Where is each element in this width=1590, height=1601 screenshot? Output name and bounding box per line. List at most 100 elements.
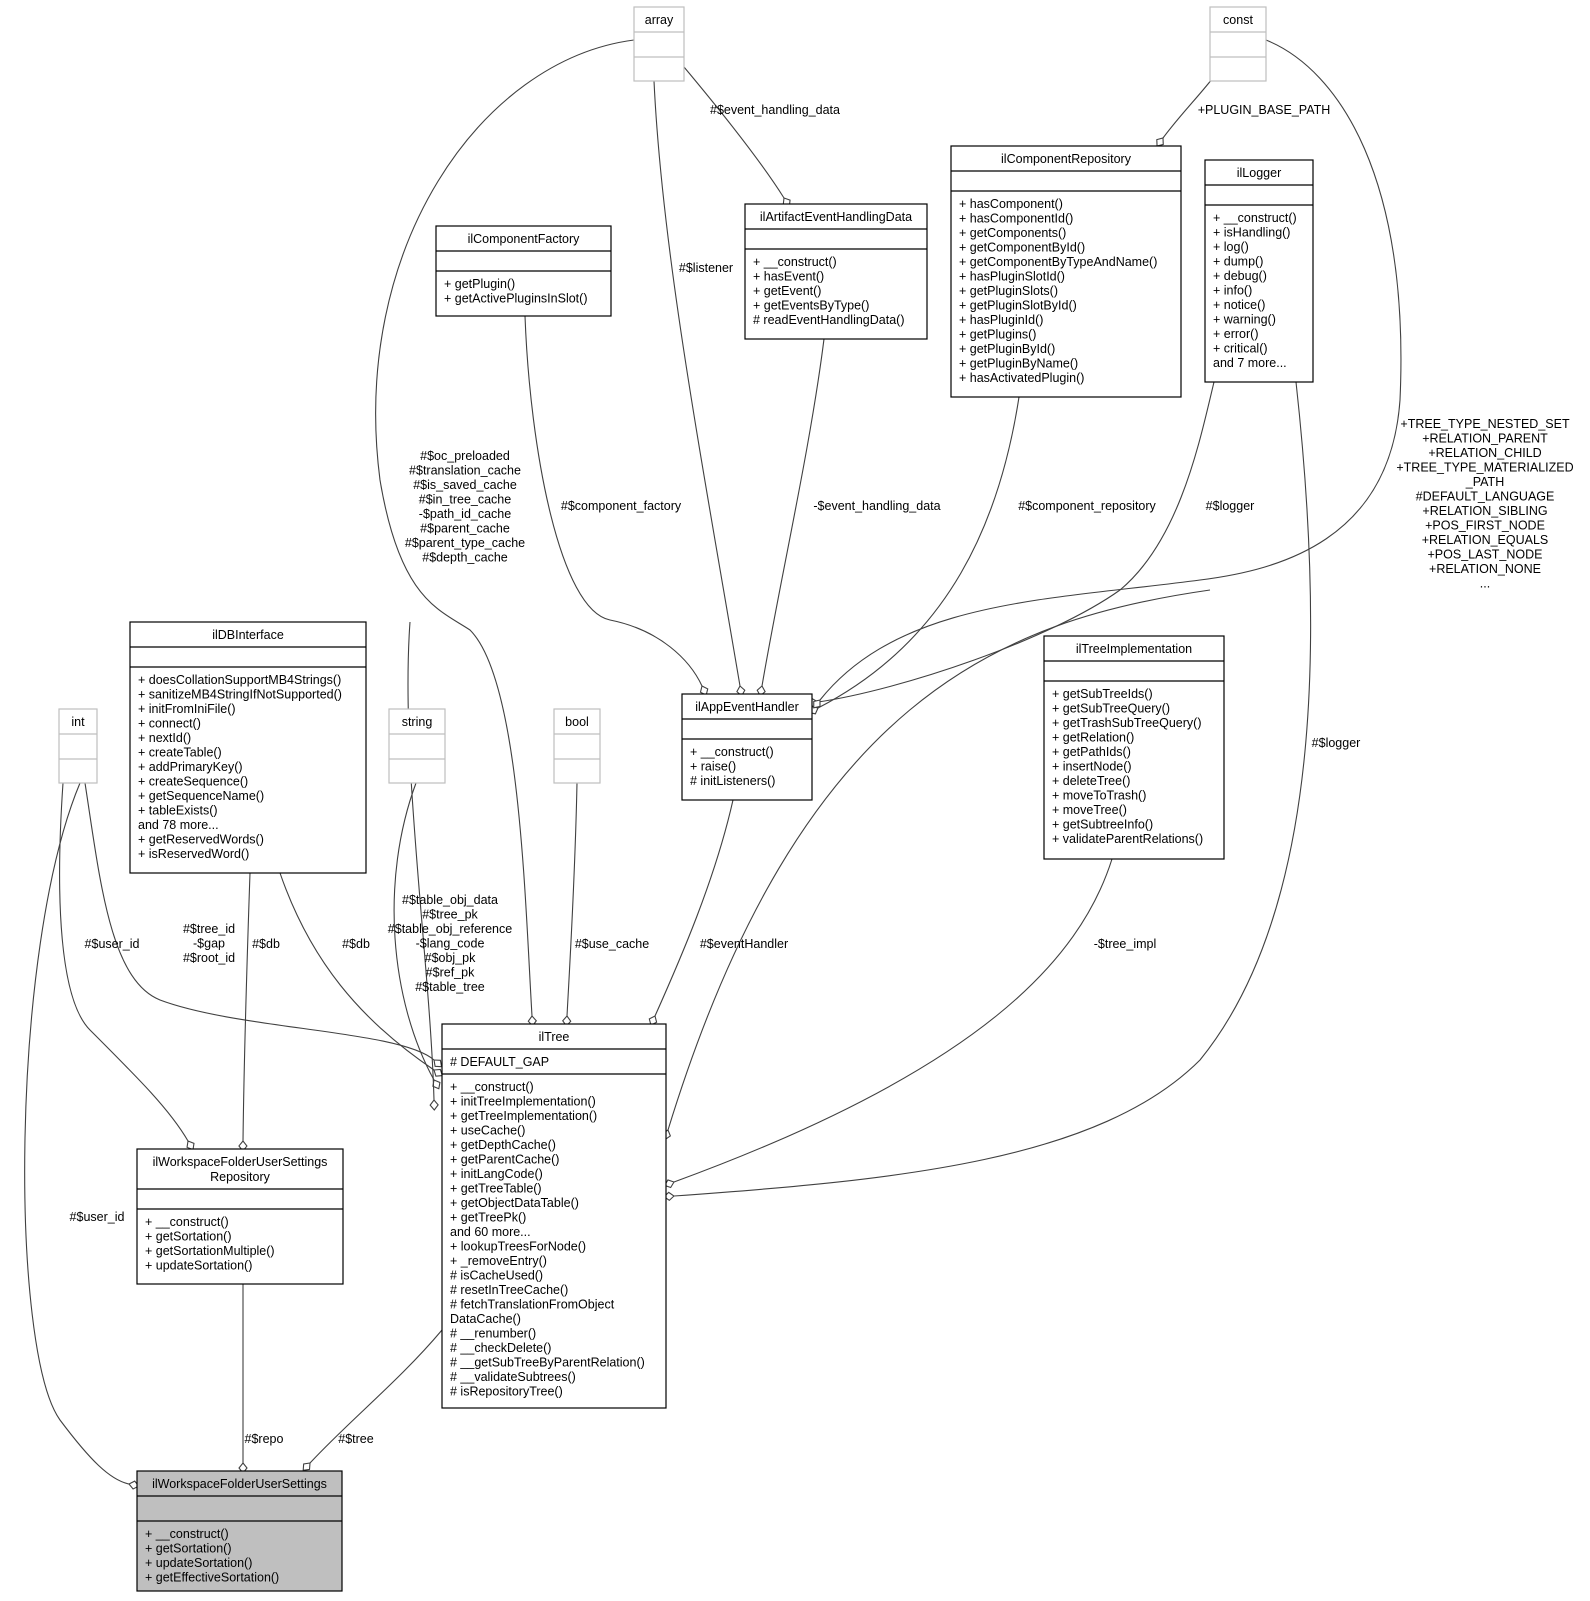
- class-box: [129, 621, 367, 874]
- class-method: + getTreeImplementation(): [450, 1109, 597, 1123]
- edge-label-line: #DEFAULT_LANGUAGE: [1416, 490, 1555, 504]
- edge-label-line: #$logger: [1312, 736, 1361, 750]
- class-dbInterface[interactable]: ilDBInterface+ doesCollationSupportMB4St…: [129, 621, 367, 874]
- class-logger[interactable]: ilLogger+ __construct()+ isHandling()+ l…: [1204, 159, 1314, 383]
- class-box: [950, 145, 1182, 398]
- association-edge: [667, 589, 1211, 1131]
- class-tree[interactable]: ilTree# DEFAULT_GAP+ __construct()+ init…: [441, 1023, 667, 1409]
- class-string[interactable]: string: [388, 708, 446, 784]
- association-edge: [817, 396, 1020, 709]
- class-method: + isReservedWord(): [138, 847, 249, 861]
- edge-label-line: -$path_id_cache: [419, 507, 511, 521]
- class-componentRepo[interactable]: ilComponentRepository + hasComponent() + h…: [950, 145, 1182, 398]
- class-name: int: [71, 715, 85, 729]
- class-method: + dump(): [1213, 255, 1263, 269]
- edge-label-line: #$table_tree: [415, 980, 485, 994]
- class-method: + hasComponent(): [959, 197, 1063, 211]
- edge-label-line: -$lang_code: [416, 937, 485, 951]
- class-artifact[interactable]: ilArtifactEventHandlingData + __construct…: [744, 203, 928, 340]
- class-method: + getSubTreeQuery(): [1052, 702, 1170, 716]
- edge-label-line: #$parent_type_cache: [405, 536, 525, 550]
- class-componentFactory[interactable]: ilComponentFactory+ getPlugin()+ getActi…: [435, 225, 612, 317]
- class-method: + initFromIniFile(): [138, 702, 236, 716]
- class-box: [58, 708, 98, 784]
- class-method: + updateSortation(): [145, 1556, 252, 1570]
- edge-label-line: #$tree: [338, 1432, 373, 1446]
- class-method: + hasPluginId(): [959, 313, 1043, 327]
- class-box: [633, 6, 685, 82]
- class-method: # fetchTranslationFromObject: [450, 1298, 615, 1312]
- edge-label-line: #$parent_cache: [420, 522, 510, 536]
- edge-label-line: +RELATION_EQUALS: [1422, 533, 1549, 547]
- class-method: + critical(): [1213, 342, 1268, 356]
- class-method: + addPrimaryKey(): [138, 760, 243, 774]
- edge-label-line: #$translation_cache: [409, 464, 521, 478]
- class-array[interactable]: array: [633, 6, 685, 82]
- class-method: + getEvent(): [753, 284, 821, 298]
- class-method: + doesCollationSupportMB4Strings(): [138, 673, 341, 687]
- class-attribute: # DEFAULT_GAP: [450, 1055, 549, 1069]
- association-edge: [653, 80, 741, 687]
- class-method: + moveTree(): [1052, 803, 1127, 817]
- class-method: + __construct(): [753, 255, 837, 269]
- class-name: ilArtifactEventHandlingData: [760, 210, 912, 224]
- class-method: DataCache(): [450, 1312, 521, 1326]
- edge-label-line: #$event_handling_data: [710, 103, 840, 117]
- class-method: + getRelation(): [1052, 731, 1134, 745]
- class-appEvent[interactable]: ilAppEventHandler + __construct()+ raise(…: [681, 693, 813, 801]
- edge-label-line: #$in_tree_cache: [419, 493, 511, 507]
- class-method: + hasActivatedPlugin(): [959, 371, 1084, 385]
- class-repository[interactable]: ilWorkspaceFolderUserSettingsRepository+…: [136, 1148, 344, 1285]
- class-method: + getSortationMultiple(): [145, 1244, 275, 1258]
- association-edge: [59, 782, 189, 1142]
- class-treeImpl[interactable]: ilTreeImplementation+ getSubTreeIds()+ g…: [1043, 635, 1225, 860]
- association-edge: [279, 872, 435, 1071]
- class-settings[interactable]: ilWorkspaceFolderUserSettings+ __constru…: [136, 1470, 343, 1592]
- class-name: bool: [565, 715, 589, 729]
- class-method: + sanitizeMB4StringIfNotSupported(): [138, 688, 342, 702]
- edge-labels: #$event_handling_data +PLUGIN_BASE_PATH #$…: [70, 103, 1574, 1446]
- class-name: ilComponentRepository: [1001, 152, 1132, 166]
- class-method: + raise(): [690, 760, 736, 774]
- edge-label-line: #$user_id: [85, 937, 140, 951]
- edge-label-component_repository: #$component_repository: [1018, 499, 1156, 513]
- edge-label-line: #$root_id: [183, 951, 235, 965]
- edge-label-string_tree: #$table_obj_data#$tree_pk#$table_obj_ref…: [388, 893, 512, 994]
- class-method: + getEffectiveSortation(): [145, 1571, 279, 1585]
- class-name: string: [402, 715, 433, 729]
- class-method: + __construct(): [690, 745, 774, 759]
- class-method: + getParentCache(): [450, 1153, 559, 1167]
- class-bool[interactable]: bool: [553, 708, 601, 784]
- class-method: + notice(): [1213, 298, 1265, 312]
- edge-label-user_id_repo: #$user_id: [85, 937, 140, 951]
- class-method: + getObjectDataTable(): [450, 1196, 579, 1210]
- class-name: ilAppEventHandler: [695, 700, 799, 714]
- class-const[interactable]: const: [1209, 6, 1267, 82]
- edge-label-line: #$eventHandler: [700, 937, 788, 951]
- edge-label-line: +PLUGIN_BASE_PATH: [1198, 103, 1331, 117]
- association-edge: [524, 315, 703, 687]
- class-method: + getPluginSlotById(): [959, 299, 1077, 313]
- edge-label-line: +RELATION_NONE: [1429, 562, 1541, 576]
- class-method: + initTreeImplementation(): [450, 1095, 596, 1109]
- edge-label-listener: #$listener: [679, 261, 733, 275]
- class-name: ilWorkspaceFolderUserSettings: [152, 1477, 327, 1491]
- class-name: const: [1223, 13, 1253, 27]
- class-method: + useCache(): [450, 1124, 525, 1138]
- class-method: # isCacheUsed(): [450, 1269, 543, 1283]
- class-method: + getComponents(): [959, 226, 1066, 240]
- association-edge: [309, 1329, 443, 1464]
- class-nodes: array const ilComponentFactory+ getPlugin(…: [58, 6, 1314, 1592]
- class-method: + validateParentRelations(): [1052, 832, 1203, 846]
- class-method: # initListeners(): [690, 774, 775, 788]
- class-method: + getReservedWords(): [138, 833, 264, 847]
- class-method: + insertNode(): [1052, 760, 1132, 774]
- edge-label-line: #$tree_id: [183, 922, 235, 936]
- edge-label-line: #$oc_preloaded: [420, 449, 510, 463]
- class-name: ilTreeImplementation: [1076, 642, 1192, 656]
- class-method: + moveToTrash(): [1052, 789, 1146, 803]
- class-int[interactable]: int: [58, 708, 98, 784]
- edge-label-component_factory: #$component_factory: [561, 499, 682, 513]
- aggregation-diamond: [429, 1099, 439, 1111]
- edge-label-line: -$gap: [193, 937, 225, 951]
